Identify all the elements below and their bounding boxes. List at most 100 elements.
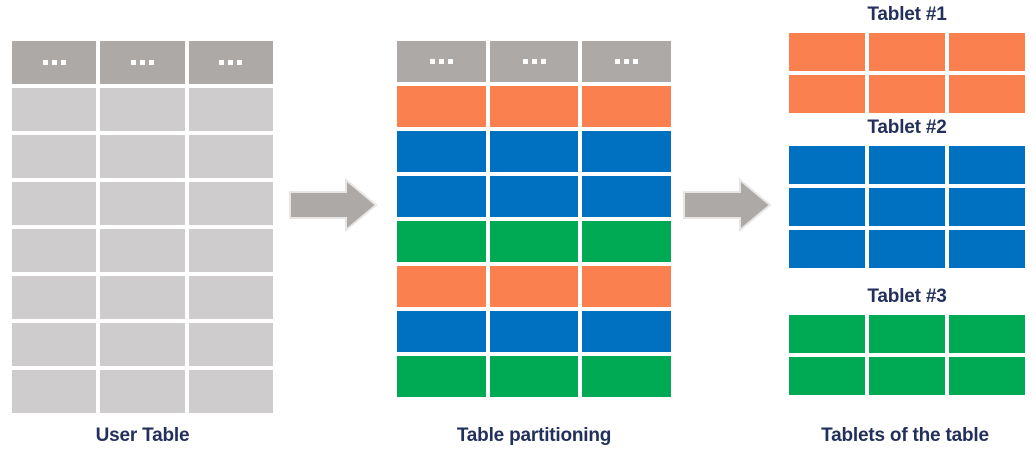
ellipsis-icon <box>522 59 546 64</box>
tablet-3-cell <box>949 315 1025 353</box>
partition-table-row <box>397 221 672 262</box>
partition-table-row <box>397 356 672 397</box>
tablet-3 <box>789 315 1025 395</box>
partition-table-cell <box>489 176 579 217</box>
user-table-cell <box>12 135 97 178</box>
partition-table-header-cell <box>489 41 579 82</box>
user-table-cell <box>12 323 97 366</box>
ellipsis-icon <box>42 60 66 65</box>
partition-table-cell <box>489 311 579 352</box>
partition-table-cell <box>582 221 672 262</box>
user-table-cell <box>188 370 273 413</box>
tablet-1-title: Tablet #1 <box>867 4 947 25</box>
tablet-2-cell <box>949 146 1025 184</box>
tablet-3-cell <box>949 357 1025 395</box>
tablet-2-row <box>789 188 1025 226</box>
tablet-2-cell <box>789 188 865 226</box>
arrow-user-to-partition-icon <box>288 177 378 233</box>
user-table-header-cell <box>100 41 185 84</box>
partition-table-row <box>397 311 672 352</box>
partition-table-cell <box>489 356 579 397</box>
user-table-row <box>12 88 273 131</box>
partition-table-row <box>397 131 672 172</box>
partition-table-cell <box>489 221 579 262</box>
arrow-partition-to-tablets-icon <box>682 177 772 233</box>
partition-table-cell <box>489 266 579 307</box>
tablet-1-cell <box>789 75 865 113</box>
caption-table-partitioning: Table partitioning <box>456 425 612 446</box>
user-table-cell <box>100 88 185 131</box>
user-table-cell <box>188 323 273 366</box>
user-table-cell <box>12 182 97 225</box>
ellipsis-icon <box>130 60 154 65</box>
partition-table-cell <box>582 131 672 172</box>
user-table-cell <box>12 229 97 272</box>
ellipsis-icon <box>429 59 453 64</box>
partition-table-header-row <box>397 41 672 82</box>
user-table-cell <box>188 229 273 272</box>
partition-table-cell <box>397 266 486 307</box>
partition-table-cell <box>489 131 579 172</box>
tablet-1-grid <box>789 33 1025 113</box>
tablet-3-cell <box>869 357 945 395</box>
tablet-1 <box>789 33 1025 113</box>
user-table-row <box>12 182 273 225</box>
user-table-cell <box>100 370 185 413</box>
partition-table-cell <box>397 131 486 172</box>
partition-table-cell <box>582 311 672 352</box>
tablet-3-row <box>789 315 1025 353</box>
partition-table-cell <box>582 86 672 127</box>
tablet-2 <box>789 146 1025 268</box>
tablet-1-row <box>789 75 1025 113</box>
tablet-1-cell <box>949 33 1025 71</box>
partition-table-row <box>397 176 672 217</box>
user-table-cell <box>12 276 97 319</box>
tablet-2-cell <box>789 230 865 268</box>
tablet-2-cell <box>789 146 865 184</box>
user-table-header-cell <box>188 41 273 84</box>
user-table-cell <box>100 229 185 272</box>
partition-table-row <box>397 86 672 127</box>
partition-table-cell <box>397 86 486 127</box>
user-table-row <box>12 370 273 413</box>
partition-table-cell <box>582 176 672 217</box>
partition-table-cell <box>397 176 486 217</box>
partition-table-row <box>397 266 672 307</box>
tablet-3-cell <box>869 315 945 353</box>
user-table-cell <box>188 135 273 178</box>
user-table-header-row <box>12 41 273 84</box>
partition-table <box>397 41 672 397</box>
user-table-row <box>12 135 273 178</box>
tablet-2-grid <box>789 146 1025 268</box>
partition-table-header-cell <box>582 41 672 82</box>
tablet-1-cell <box>869 75 945 113</box>
partition-table-cell <box>489 86 579 127</box>
ellipsis-icon <box>615 59 639 64</box>
partition-table-cell <box>397 311 486 352</box>
partition-table-header-cell <box>397 41 486 82</box>
tablet-1-cell <box>949 75 1025 113</box>
tablet-1-cell <box>869 33 945 71</box>
tablet-2-title: Tablet #2 <box>867 117 947 138</box>
user-table-row <box>12 323 273 366</box>
user-table-header-cell <box>12 41 97 84</box>
tablet-2-cell <box>949 230 1025 268</box>
user-table-cell <box>100 182 185 225</box>
partition-table-cell <box>397 221 486 262</box>
tablet-3-cell <box>789 357 865 395</box>
partition-table-cell <box>582 356 672 397</box>
user-table-cell <box>12 88 97 131</box>
user-table-cell <box>100 276 185 319</box>
tablet-1-cell <box>789 33 865 71</box>
user-table-cell <box>188 182 273 225</box>
tablet-1-row <box>789 33 1025 71</box>
tablet-2-row <box>789 146 1025 184</box>
user-table-cell <box>188 276 273 319</box>
tablet-3-row <box>789 357 1025 395</box>
ellipsis-icon <box>219 60 243 65</box>
tablet-3-grid <box>789 315 1025 395</box>
tablet-2-cell <box>949 188 1025 226</box>
user-table-cell <box>12 370 97 413</box>
user-table-cell <box>100 135 185 178</box>
